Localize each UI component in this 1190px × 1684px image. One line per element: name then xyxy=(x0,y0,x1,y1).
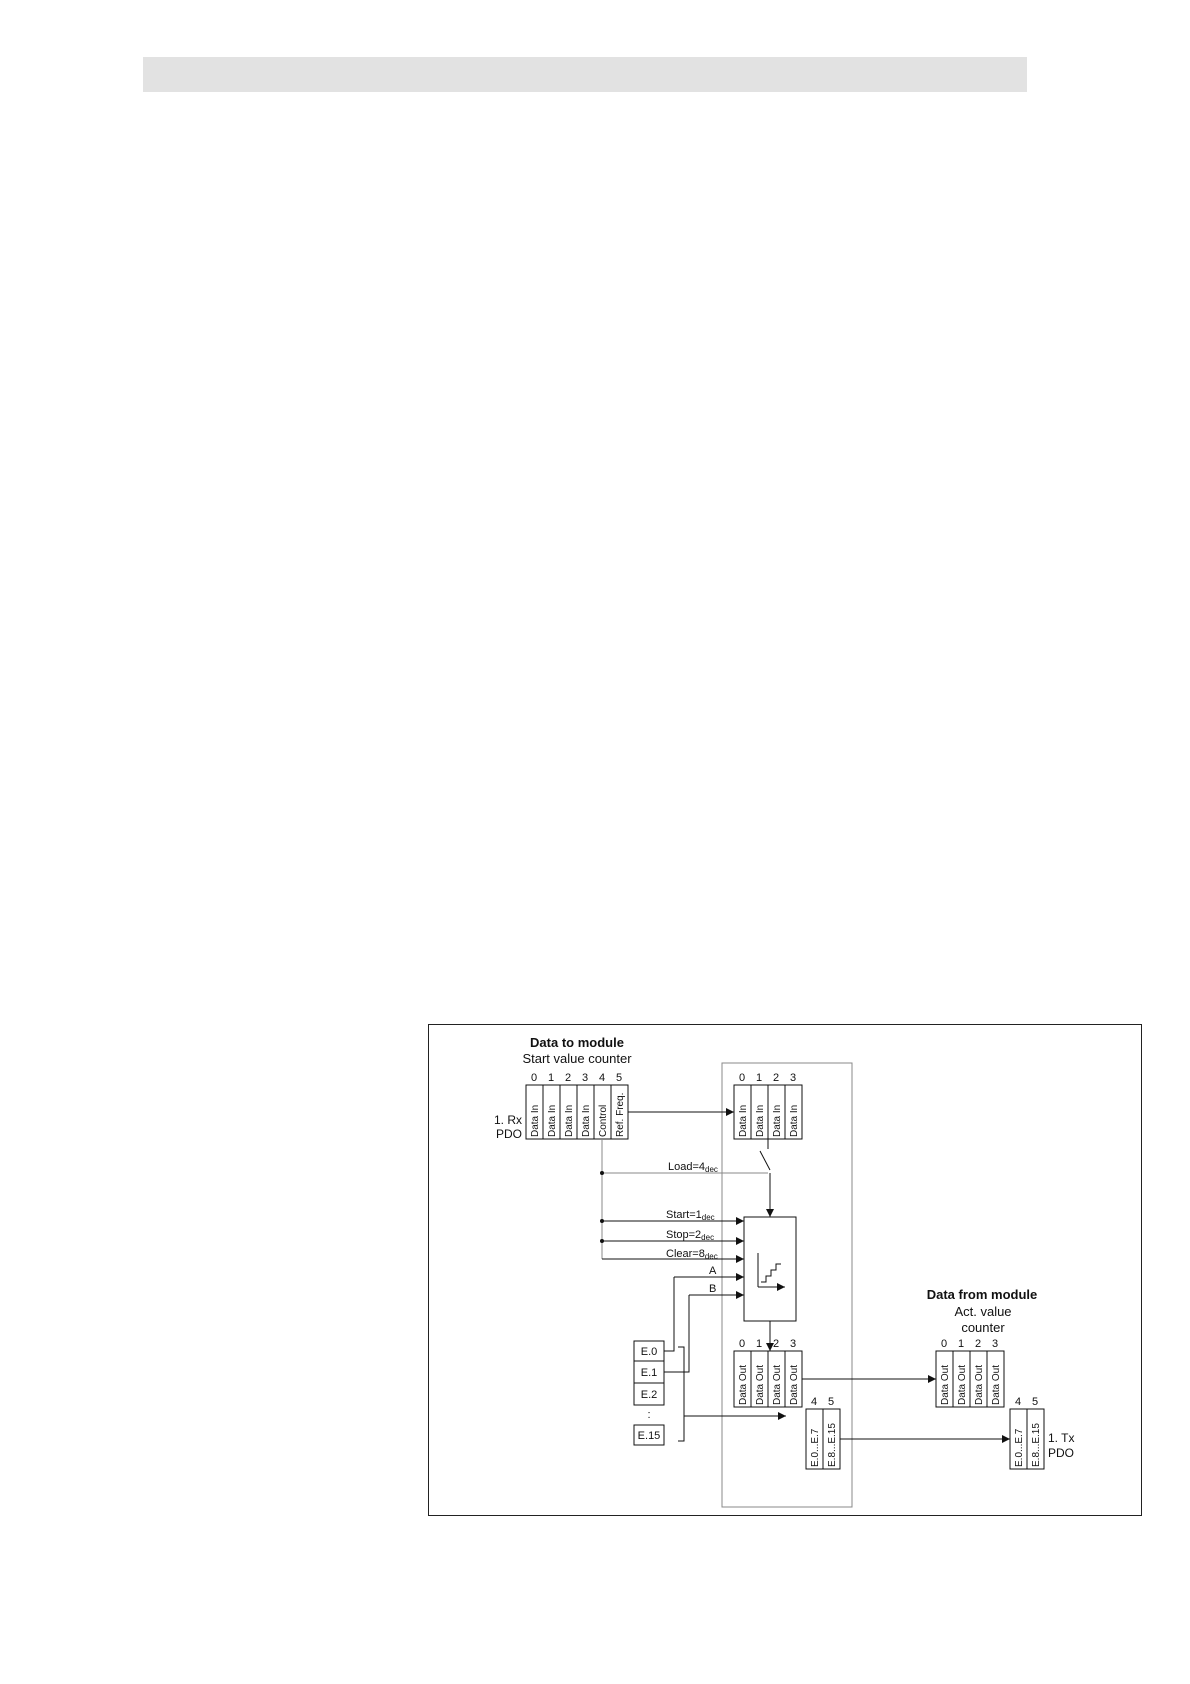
tx-index-5: 5 xyxy=(1032,1396,1038,1408)
tx-cell-4: E.0...E.7 xyxy=(1014,1428,1025,1467)
tx-index-3: 3 xyxy=(992,1338,998,1350)
tx-pdo-table: Data Out Data Out Data Out Data Out xyxy=(935,1350,1005,1408)
e1-to-b-wire xyxy=(664,1295,690,1373)
mout-index-3: 3 xyxy=(790,1338,796,1350)
mout-index-4: 4 xyxy=(811,1396,817,1408)
signal-b-label: B xyxy=(709,1283,716,1295)
page-header-bar xyxy=(143,57,1027,92)
input-ellipsis: : xyxy=(647,1409,650,1421)
load-switch xyxy=(759,1150,771,1171)
rx-index-2: 2 xyxy=(565,1072,571,1084)
tx-pdo-label-line2: PDO xyxy=(1048,1446,1074,1460)
rx-cell-5: Ref. Freq. xyxy=(615,1093,626,1137)
rx-pdo-indices: 0 1 2 3 4 5 xyxy=(531,1072,622,1084)
act-value-label-line2: counter xyxy=(961,1320,1005,1335)
min-cell-1: Data In xyxy=(755,1105,766,1137)
min-cell-0: Data In xyxy=(738,1105,749,1137)
min-index-0: 0 xyxy=(739,1072,745,1084)
tx-index-2: 2 xyxy=(975,1338,981,1350)
tx-pdo-label-line1: 1. Tx xyxy=(1048,1431,1074,1445)
mout-cell-5: E.8...E.15 xyxy=(827,1423,838,1467)
mout-cell-2: Data Out xyxy=(772,1365,783,1405)
rx-pdo-label-line2: PDO xyxy=(496,1127,522,1141)
module-out-extra-table: E.0...E.7 E.8...E.15 xyxy=(805,1408,841,1470)
module-in-table: Data In Data In Data In Data In xyxy=(733,1084,803,1140)
tx-cell-0: Data Out xyxy=(940,1365,951,1405)
module-out-indices: 0 1 2 3 xyxy=(739,1338,796,1350)
e0-to-a-wire xyxy=(664,1277,675,1352)
load-junction-dot xyxy=(600,1171,604,1175)
tx-cell-2: Data Out xyxy=(974,1365,985,1405)
mout-index-5: 5 xyxy=(828,1396,834,1408)
rx-cell-2: Data In xyxy=(564,1105,575,1137)
rx-cell-3: Data In xyxy=(581,1105,592,1137)
min-cell-3: Data In xyxy=(789,1105,800,1137)
start-value-counter-label: Start value counter xyxy=(522,1051,632,1066)
rx-cell-0: Data In xyxy=(530,1105,541,1137)
rx-pdo-label-line1: 1. Rx xyxy=(494,1113,522,1127)
input-e2: E.2 xyxy=(633,1382,665,1406)
act-value-label-line1: Act. value xyxy=(954,1304,1011,1319)
tx-index-0: 0 xyxy=(941,1338,947,1350)
module-in-indices: 0 1 2 3 xyxy=(739,1072,796,1084)
min-index-2: 2 xyxy=(773,1072,779,1084)
signal-a-label: A xyxy=(709,1265,717,1277)
min-index-3: 3 xyxy=(790,1072,796,1084)
tx-index-1: 1 xyxy=(958,1338,964,1350)
module-out-table: Data Out Data Out Data Out Data Out xyxy=(733,1350,803,1408)
svg-text:E.15: E.15 xyxy=(638,1430,661,1442)
tx-pdo-extra-indices: 4 5 xyxy=(1015,1396,1038,1408)
tx-pdo-indices: 0 1 2 3 xyxy=(941,1338,998,1350)
rx-index-0: 0 xyxy=(531,1072,537,1084)
mout-index-0: 0 xyxy=(739,1338,745,1350)
tx-pdo-extra-table: E.0...E.7 E.8...E.15 xyxy=(1009,1408,1045,1470)
svg-text:E.1: E.1 xyxy=(641,1367,658,1379)
mout-cell-1: Data Out xyxy=(755,1365,766,1405)
module-outline xyxy=(721,1062,853,1508)
input-e15: E.15 xyxy=(633,1424,665,1446)
input-e1: E.1 xyxy=(633,1360,665,1384)
stop-junction-dot xyxy=(600,1239,604,1243)
rx-index-3: 3 xyxy=(582,1072,588,1084)
min-index-1: 1 xyxy=(756,1072,762,1084)
tx-index-4: 4 xyxy=(1015,1396,1021,1408)
rx-index-4: 4 xyxy=(599,1072,605,1084)
input-e0: E.0 xyxy=(633,1340,665,1362)
tx-cell-3: Data Out xyxy=(991,1365,1002,1405)
rx-cell-4: Control xyxy=(598,1105,609,1137)
mout-index-1: 1 xyxy=(756,1338,762,1350)
rx-index-1: 1 xyxy=(548,1072,554,1084)
mout-cell-0: Data Out xyxy=(738,1365,749,1405)
inputs-bracket xyxy=(678,1346,685,1442)
start-label: Start=1dec xyxy=(666,1209,715,1222)
stop-label: Stop=2dec xyxy=(666,1229,714,1242)
rx-index-5: 5 xyxy=(616,1072,622,1084)
start-junction-dot xyxy=(600,1219,604,1223)
min-cell-2: Data In xyxy=(772,1105,783,1137)
data-to-module-title: Data to module xyxy=(530,1035,624,1050)
counter-function-diagram: Data to module Start value counter 0 1 2… xyxy=(428,1024,1142,1516)
rx-pdo-table: Data In Data In Data In Data In Control … xyxy=(525,1084,629,1140)
counter-block xyxy=(743,1216,797,1322)
data-from-module-title: Data from module xyxy=(927,1287,1038,1302)
module-out-extra-indices: 4 5 xyxy=(811,1396,834,1408)
clear-label: Clear=8dec xyxy=(666,1248,718,1261)
svg-text:E.2: E.2 xyxy=(641,1389,658,1401)
tx-cell-5: E.8...E.15 xyxy=(1031,1423,1042,1467)
mout-index-2: 2 xyxy=(773,1338,779,1350)
rx-cell-1: Data In xyxy=(547,1105,558,1137)
mout-cell-3: Data Out xyxy=(789,1365,800,1405)
mout-cell-4: E.0...E.7 xyxy=(810,1428,821,1467)
counter-staircase-icon xyxy=(757,1253,785,1291)
svg-text:E.0: E.0 xyxy=(641,1346,658,1358)
tx-cell-1: Data Out xyxy=(957,1365,968,1405)
load-label: Load=4dec xyxy=(668,1161,718,1174)
